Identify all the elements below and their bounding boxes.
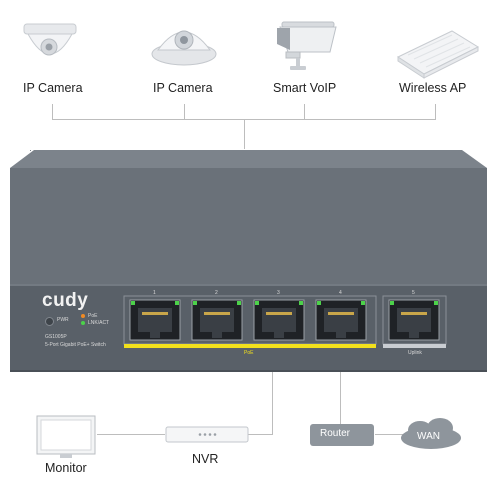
monitor-to-nvr-line — [97, 434, 165, 435]
dome-camera-icon — [23, 23, 77, 56]
switch-to-nvr-line-v — [272, 372, 273, 434]
poe-group-label: PoE — [244, 350, 254, 356]
pwr-led — [45, 317, 54, 326]
device-label-router: Router — [320, 428, 351, 439]
rj45-port-3 — [253, 299, 305, 341]
device-label-ip-camera-1: IP Camera — [23, 81, 83, 95]
top-drop-4 — [435, 104, 436, 120]
model-label: GS1005P — [45, 334, 67, 340]
top-drop-2 — [184, 104, 185, 120]
rj45-port-2 — [191, 299, 243, 341]
device-label-monitor: Monitor — [45, 461, 87, 475]
poe-stripe — [124, 344, 376, 348]
port-number-5: 5 — [412, 290, 415, 296]
monitor-icon — [36, 415, 96, 458]
bullet-camera-icon — [277, 21, 337, 70]
device-label-wan: WAN — [417, 431, 440, 442]
lnk-led-legend — [81, 321, 85, 325]
rj45-port-4 — [315, 299, 367, 341]
port-number-2: 2 — [215, 290, 218, 296]
ceiling-ap-icon — [396, 30, 480, 79]
pwr-label: PWR — [57, 317, 69, 323]
top-drop-3 — [304, 104, 305, 120]
rj45-port-1 — [129, 299, 181, 341]
dome-camera-icon — [151, 30, 217, 66]
switch-to-nvr-line-h — [248, 434, 273, 435]
brand-logo: cudy — [42, 290, 89, 311]
nvr-icon — [165, 426, 249, 443]
device-label-wireless-ap: Wireless AP — [399, 81, 467, 95]
uplink-label: Uplink — [408, 350, 422, 356]
uplink-stripe — [383, 344, 446, 348]
device-label-smart-voip: Smart VoIP — [273, 81, 337, 95]
lnk-legend-label: LNK/ACT — [88, 320, 110, 326]
rj45-port-5 — [388, 299, 440, 341]
router-icon — [310, 424, 374, 446]
wan-cloud-icon — [401, 418, 461, 449]
port-number-3: 3 — [277, 290, 280, 296]
poe-led-legend — [81, 314, 85, 318]
router-to-wan-line — [375, 434, 405, 435]
poe-legend-label: PoE — [88, 313, 98, 319]
port-number-1: 1 — [153, 290, 156, 296]
top-drop-1 — [52, 104, 53, 120]
model-description: 5-Port Gigabit PoE+ Switch — [45, 342, 106, 348]
device-label-nvr: NVR — [192, 452, 219, 466]
device-label-ip-camera-2: IP Camera — [153, 81, 213, 95]
switch-to-router-line — [340, 372, 341, 424]
top-to-switch-line — [244, 119, 245, 149]
port-number-4: 4 — [339, 290, 342, 296]
